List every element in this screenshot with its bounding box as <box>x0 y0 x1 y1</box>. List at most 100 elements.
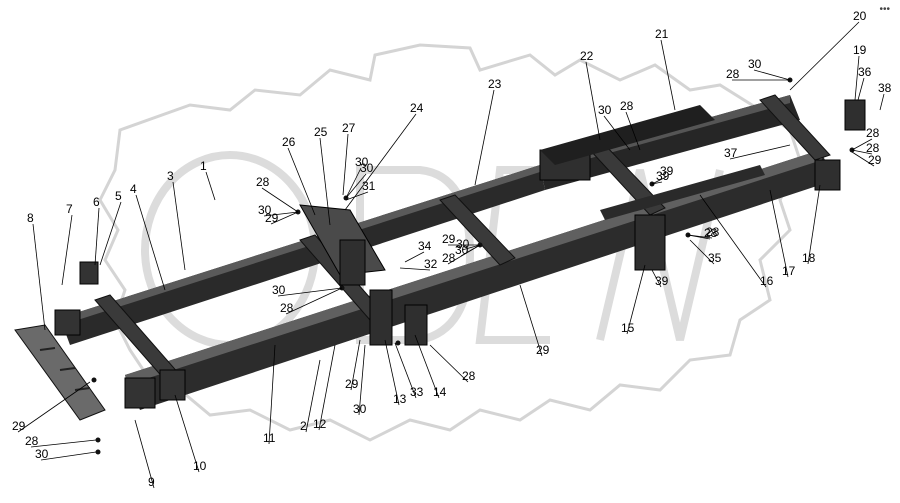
callout-label: 10 <box>193 459 207 473</box>
callout-label: 28 <box>706 225 720 239</box>
callout-leader <box>807 184 821 265</box>
callout-leader <box>851 138 873 151</box>
callout-leader <box>305 359 321 433</box>
callout-leader <box>205 171 216 201</box>
callout-label: 35 <box>708 251 722 265</box>
callout-label: 30 <box>353 402 367 416</box>
front-brackets <box>54 261 186 409</box>
callout-label: 7 <box>66 202 73 216</box>
callout-label: 39 <box>660 164 674 178</box>
callout-label: 39 <box>655 274 669 288</box>
callout-label: 28 <box>620 99 634 113</box>
bolts <box>91 77 855 455</box>
callout-label: 28 <box>462 369 476 383</box>
callout-leader <box>345 173 367 199</box>
callout-label: 28 <box>726 67 740 81</box>
callout-label: 26 <box>282 135 296 149</box>
callout-leader <box>32 223 46 331</box>
callout-leader <box>263 211 299 217</box>
callout-leader <box>358 344 366 416</box>
callout-leader <box>319 137 331 226</box>
callout-leader <box>625 111 641 151</box>
callout-label: 37 <box>724 146 738 160</box>
callout-label: 17 <box>782 264 796 278</box>
callout-leader <box>285 287 343 315</box>
callout-label: 38 <box>878 81 892 95</box>
callout-label: 30 <box>35 447 49 461</box>
callout-leader <box>350 339 361 391</box>
callout-leader <box>729 144 791 160</box>
callout-label: 16 <box>760 274 774 288</box>
corner-mark: ••• <box>879 4 890 15</box>
callout-leader <box>17 381 91 433</box>
callout-label: 23 <box>488 77 502 91</box>
callout-leader <box>394 342 417 399</box>
callout-leader <box>134 419 155 489</box>
callout-leader <box>345 191 369 201</box>
callout-label: 28 <box>442 251 456 265</box>
callout-leader <box>461 244 481 251</box>
callout-leader <box>651 181 663 185</box>
callout-leader <box>94 207 100 266</box>
callout-label: 30 <box>355 155 369 169</box>
callout-label: 30 <box>598 103 612 117</box>
callout-leader <box>344 113 417 211</box>
callout-label: 28 <box>704 226 718 240</box>
callout-label: 34 <box>418 239 432 253</box>
callout-label: 31 <box>362 179 376 193</box>
callout-label: 28 <box>256 175 270 189</box>
callout-leader <box>519 284 543 357</box>
callout-leader <box>660 39 676 111</box>
callout-label: 29 <box>345 377 359 391</box>
callout-label: 12 <box>313 417 327 431</box>
callout-label: 29 <box>442 232 456 246</box>
callout-label: 22 <box>580 49 594 63</box>
callout-label: 25 <box>314 125 328 139</box>
callout-leader <box>277 287 343 297</box>
callout-label: 28 <box>25 434 39 448</box>
callout-leader <box>99 201 122 266</box>
callout-leader <box>626 264 646 335</box>
callout-label: 30 <box>456 237 470 251</box>
callout-label: 18 <box>802 251 816 265</box>
callout-leader <box>789 21 860 91</box>
callout-label: 39 <box>656 169 670 183</box>
callout-leader <box>689 239 715 265</box>
callout-leader <box>40 451 97 461</box>
callout-label: 2 <box>300 419 307 433</box>
callout-leader <box>345 167 362 199</box>
callout-label: 14 <box>433 385 447 399</box>
callout-leader <box>585 61 601 141</box>
callout-label: 20 <box>853 9 867 23</box>
callout-label: 4 <box>130 182 137 196</box>
callout-leader <box>429 344 469 383</box>
callout-label: 11 <box>263 431 276 445</box>
front-bumper-plate <box>14 324 106 421</box>
callout-label: 30 <box>258 203 272 217</box>
callout-leader <box>474 89 495 186</box>
callout-label: 13 <box>393 392 407 406</box>
callout-leader <box>769 189 789 278</box>
rear-top-plate <box>540 105 765 220</box>
callout-leader <box>851 149 873 155</box>
callout-label: 30 <box>272 283 286 297</box>
callout-label: 32 <box>424 257 438 271</box>
callout-leader <box>651 176 667 185</box>
callout-label: 8 <box>27 211 34 225</box>
callout-label: 19 <box>853 43 867 57</box>
callout-leader <box>287 147 316 216</box>
callout-label: 30 <box>360 161 374 175</box>
callout-leader <box>261 187 299 213</box>
callout-leader <box>135 194 166 291</box>
callout-leader <box>851 151 875 167</box>
callout-label: 29 <box>12 419 26 433</box>
callout-label: 24 <box>410 101 424 115</box>
callout-leader <box>651 269 662 288</box>
callout-label: 3 <box>167 169 174 183</box>
leader-lines <box>17 21 885 489</box>
callout-leader <box>270 211 299 225</box>
callout-leader <box>399 267 431 271</box>
callout-leader <box>30 439 97 448</box>
callout-leader <box>879 93 885 111</box>
